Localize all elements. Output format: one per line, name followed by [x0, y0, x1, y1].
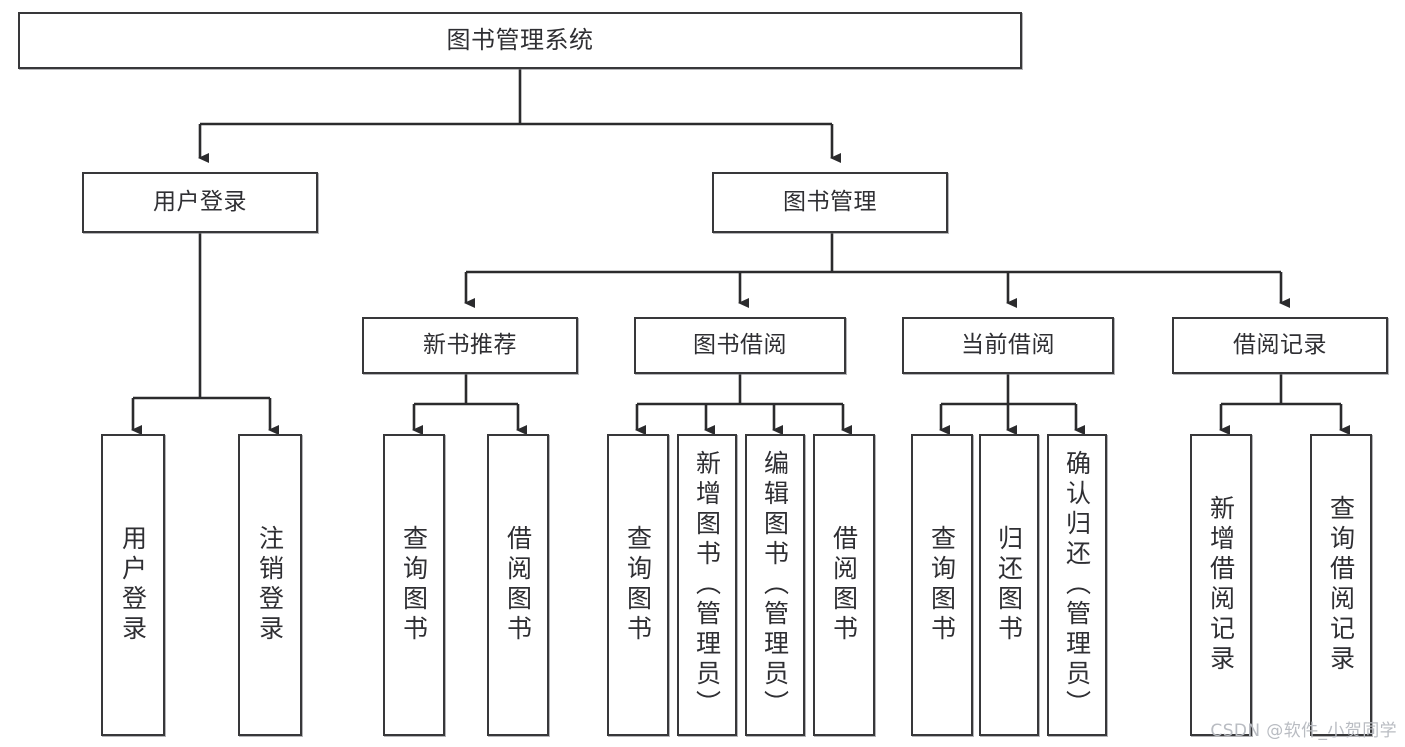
node-book-management[interactable]: 图书管理 [712, 172, 948, 233]
node-label: 查询借阅记录 [1326, 495, 1356, 675]
node-label: 新增借阅记录 [1206, 495, 1236, 675]
leaf-borrow-book-recommend[interactable]: 借阅图书 [487, 434, 549, 736]
node-label: 新增图书（管理员） [692, 450, 722, 720]
node-label: 借阅记录 [1233, 331, 1327, 358]
node-label: 用户登录 [153, 188, 247, 215]
node-label: 借阅图书 [503, 525, 533, 645]
node-user-login[interactable]: 用户登录 [82, 172, 318, 233]
leaf-return-book[interactable]: 归还图书 [979, 434, 1039, 736]
node-borrow-record[interactable]: 借阅记录 [1172, 317, 1388, 374]
node-label: 查询图书 [927, 525, 957, 645]
node-label: 归还图书 [994, 525, 1024, 645]
node-current-borrow[interactable]: 当前借阅 [902, 317, 1114, 374]
leaf-confirm-return-admin[interactable]: 确认归还（管理员） [1047, 434, 1107, 736]
node-label: 确认归还（管理员） [1062, 450, 1092, 720]
leaf-query-borrow-record[interactable]: 查询借阅记录 [1310, 434, 1372, 736]
node-label: 借阅图书 [829, 525, 859, 645]
node-label: 图书借阅 [693, 331, 787, 358]
leaf-add-borrow-record[interactable]: 新增借阅记录 [1190, 434, 1252, 736]
leaf-edit-book-admin[interactable]: 编辑图书（管理员） [745, 434, 805, 736]
node-label: 当前借阅 [961, 331, 1055, 358]
leaf-query-book-borrow[interactable]: 查询图书 [607, 434, 669, 736]
leaf-add-book-admin[interactable]: 新增图书（管理员） [677, 434, 737, 736]
leaf-borrow-book-borrow[interactable]: 借阅图书 [813, 434, 875, 736]
leaf-query-book-current[interactable]: 查询图书 [911, 434, 973, 736]
node-book-borrow[interactable]: 图书借阅 [634, 317, 846, 374]
node-label: 用户登录 [118, 525, 148, 645]
node-new-book-recommend[interactable]: 新书推荐 [362, 317, 578, 374]
leaf-logout-login[interactable]: 注销登录 [238, 434, 302, 736]
csdn-watermark: CSDN @软件_小贺同学 [1210, 721, 1397, 741]
node-label: 图书管理 [783, 188, 877, 215]
node-label: 编辑图书（管理员） [760, 450, 790, 720]
leaf-query-book-recommend[interactable]: 查询图书 [383, 434, 445, 736]
node-label: 图书管理系统 [446, 26, 594, 55]
node-label: 新书推荐 [423, 331, 517, 358]
node-label: 查询图书 [399, 525, 429, 645]
leaf-user-login[interactable]: 用户登录 [101, 434, 165, 736]
node-label: 注销登录 [255, 525, 285, 645]
node-label: 查询图书 [623, 525, 653, 645]
node-root-book-management-system[interactable]: 图书管理系统 [18, 12, 1022, 69]
